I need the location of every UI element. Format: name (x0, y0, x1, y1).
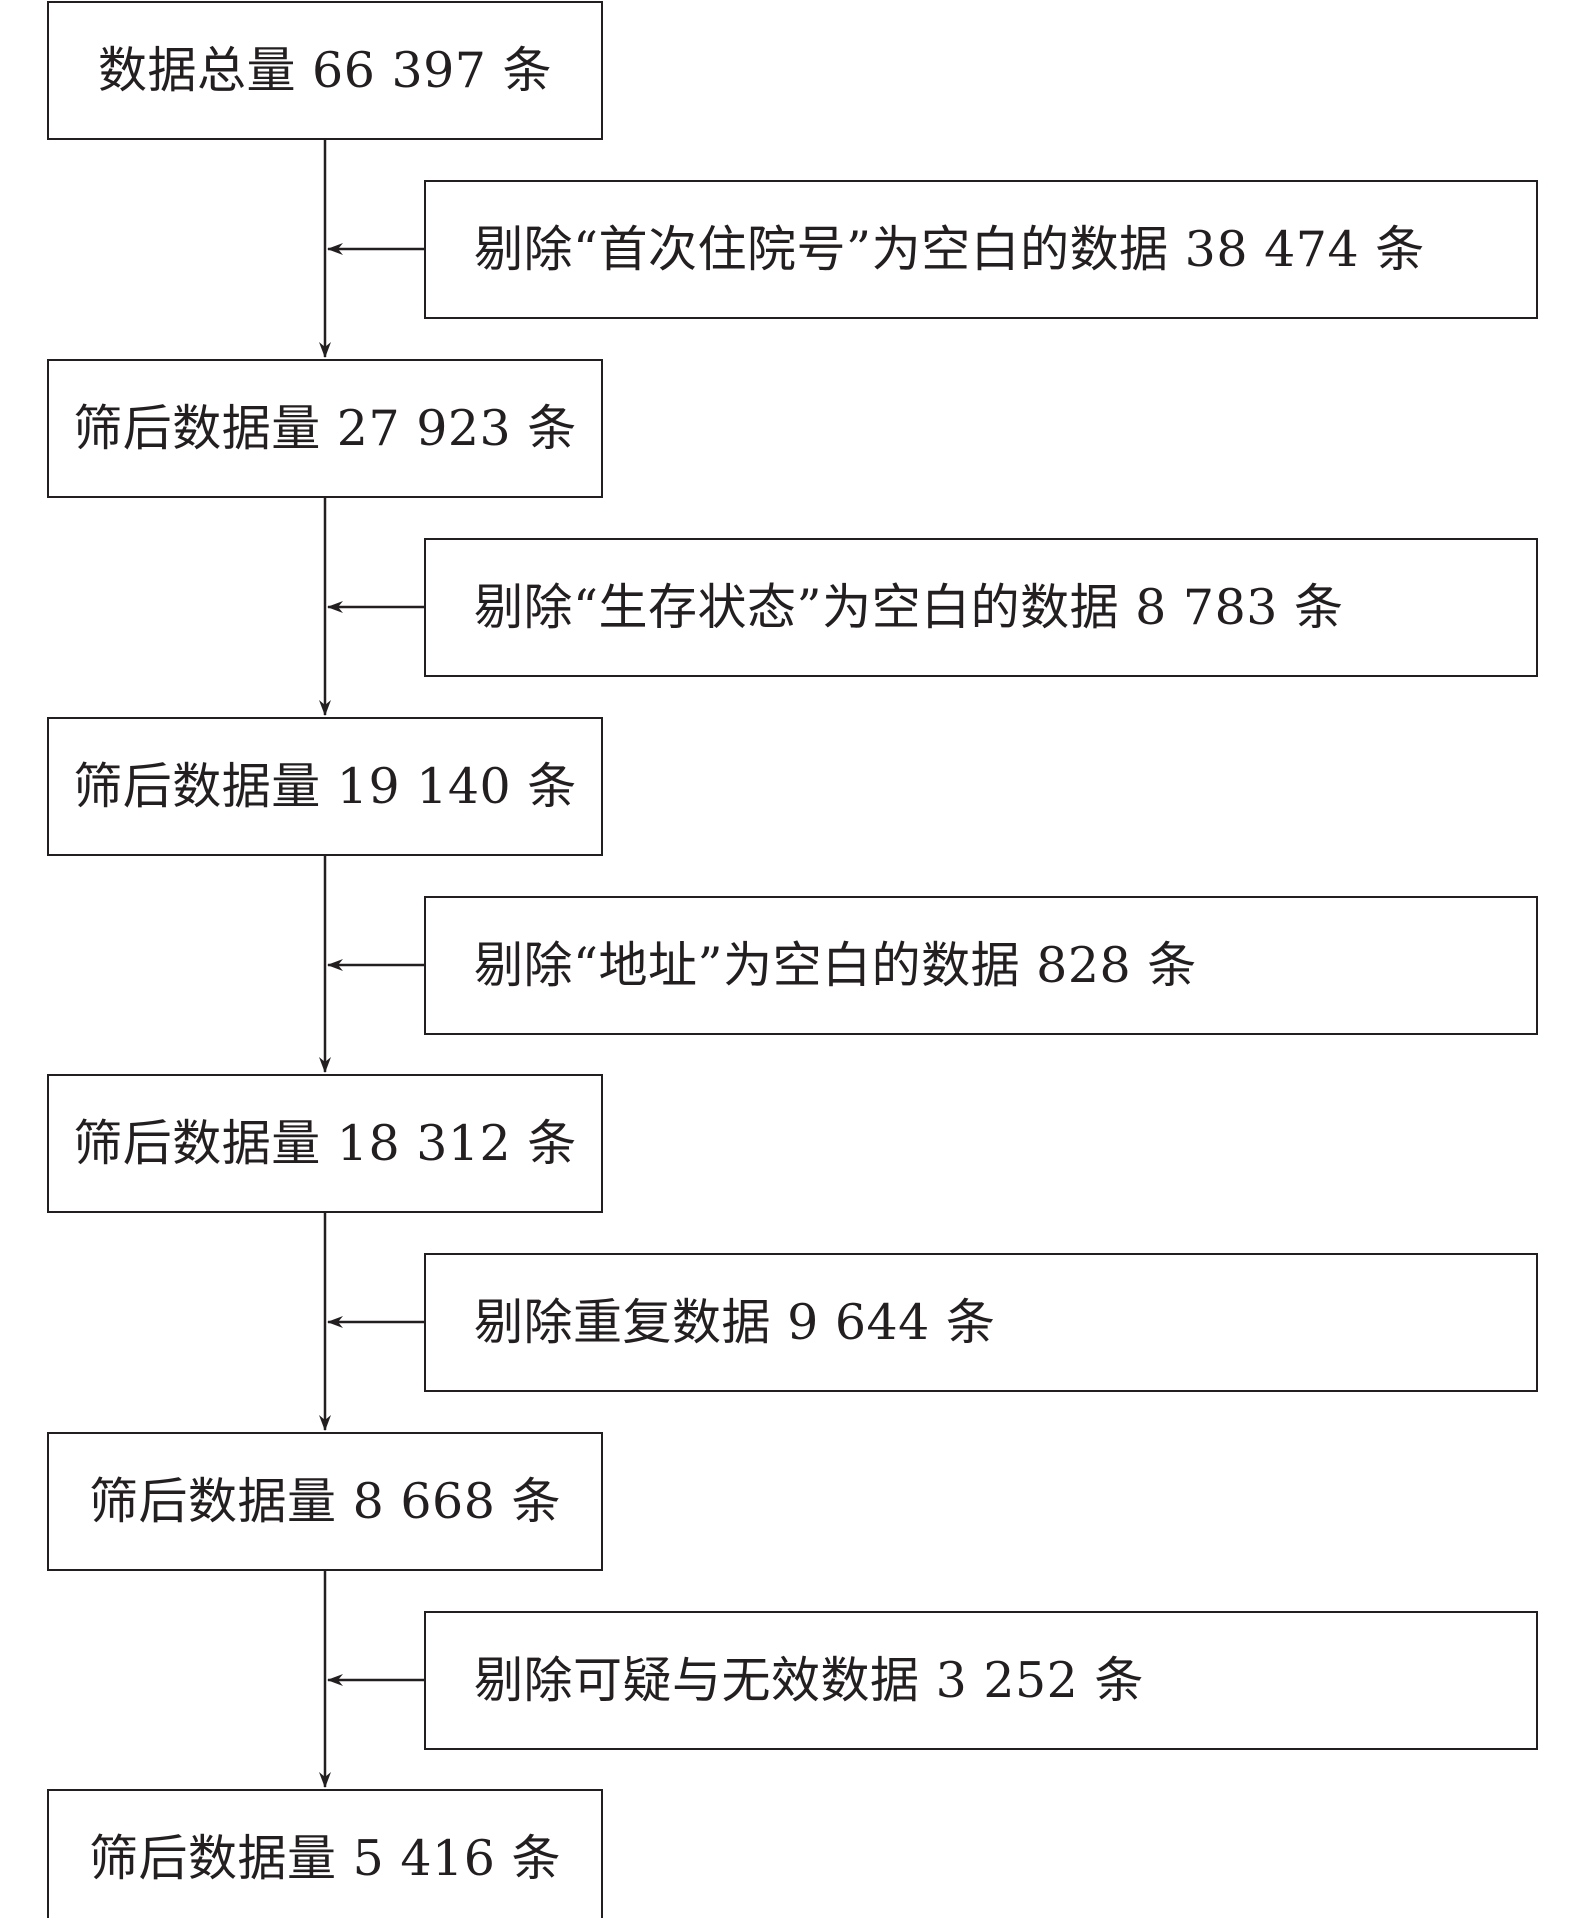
exclusion-label: 剔除“地址”为空白的数据 828 条 (474, 937, 1197, 994)
filtered-data-box-4: 筛后数据量 8 668 条 (47, 1432, 603, 1571)
exclusion-label: 剔除可疑与无效数据 3 252 条 (474, 1652, 1144, 1709)
step-label: 筛后数据量 27 923 条 (73, 400, 577, 457)
filtered-data-box-2: 筛后数据量 19 140 条 (47, 717, 603, 856)
exclusion-label: 剔除重复数据 9 644 条 (474, 1294, 996, 1351)
step-label: 筛后数据量 18 312 条 (73, 1115, 577, 1172)
exclusion-box-address: 剔除“地址”为空白的数据 828 条 (424, 896, 1538, 1035)
step-label: 筛后数据量 19 140 条 (73, 758, 577, 815)
filtered-data-box-1: 筛后数据量 27 923 条 (47, 359, 603, 498)
exclusion-box-first-admission-id: 剔除“首次住院号”为空白的数据 38 474 条 (424, 180, 1538, 319)
filtered-data-box-3: 筛后数据量 18 312 条 (47, 1074, 603, 1213)
exclusion-box-survival-status: 剔除“生存状态”为空白的数据 8 783 条 (424, 538, 1538, 677)
final-data-box: 筛后数据量 5 416 条 (47, 1789, 603, 1918)
exclusion-label: 剔除“生存状态”为空白的数据 8 783 条 (474, 579, 1344, 636)
step-label: 筛后数据量 5 416 条 (89, 1830, 561, 1887)
exclusion-box-duplicates: 剔除重复数据 9 644 条 (424, 1253, 1538, 1392)
exclusion-box-suspicious-invalid: 剔除可疑与无效数据 3 252 条 (424, 1611, 1538, 1750)
step-label: 筛后数据量 8 668 条 (89, 1473, 561, 1530)
exclusion-label: 剔除“首次住院号”为空白的数据 38 474 条 (474, 221, 1425, 278)
total-data-box: 数据总量 66 397 条 (47, 1, 603, 140)
step-label: 数据总量 66 397 条 (97, 42, 553, 99)
